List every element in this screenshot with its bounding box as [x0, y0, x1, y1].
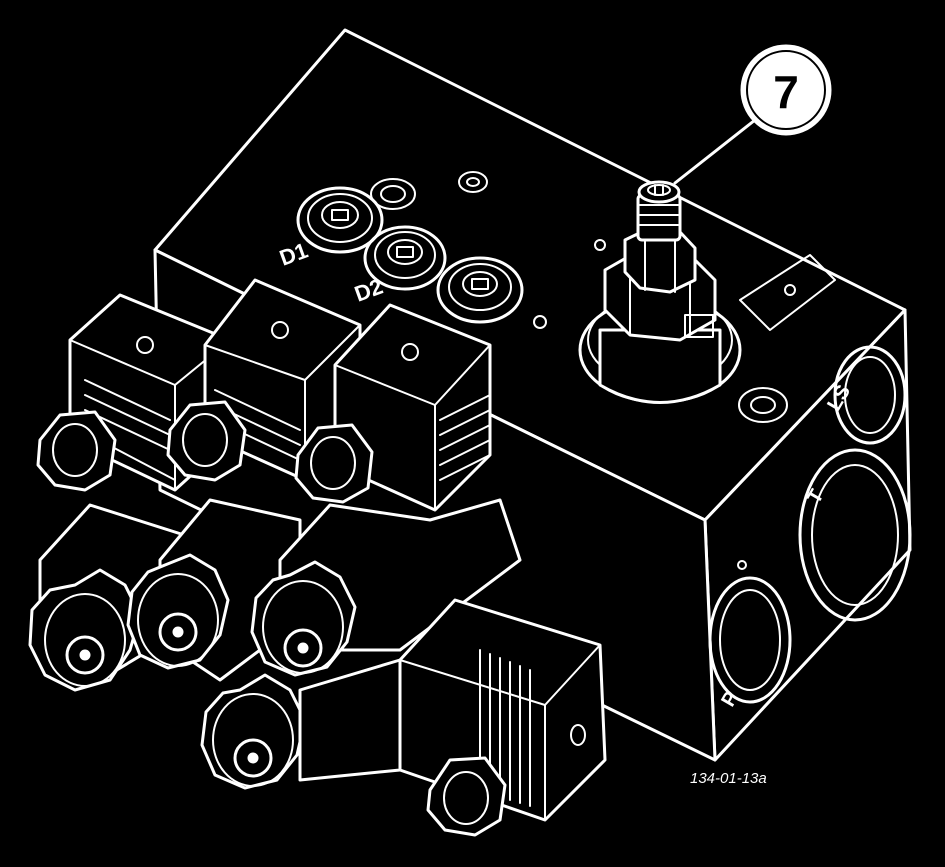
hole — [594, 239, 606, 251]
hole — [533, 315, 547, 329]
callout-leader-line — [673, 118, 757, 185]
port-p — [708, 576, 792, 704]
star-knob-icon — [126, 553, 230, 670]
port-d1-fitting — [296, 186, 384, 254]
port-d2-fitting — [363, 225, 447, 291]
callout-number: 7 — [773, 66, 799, 118]
label-plate — [739, 254, 836, 331]
star-knob-icon — [250, 560, 357, 677]
pressure-relief-valve — [578, 180, 742, 404]
port-ls — [833, 345, 907, 445]
knob-row — [28, 498, 522, 692]
hole — [738, 387, 788, 423]
solenoid-row-upper — [36, 278, 492, 512]
star-knob-icon — [200, 673, 307, 790]
port-t — [798, 448, 912, 622]
cable-gland-icon — [166, 400, 247, 482]
solenoid-lower — [200, 598, 607, 837]
top-ports: D1 D2 — [276, 171, 788, 423]
right-face-ports: LS T P — [708, 345, 912, 711]
cable-gland-icon — [426, 756, 507, 837]
hole — [370, 178, 416, 210]
hole — [458, 171, 488, 193]
cable-gland-icon — [36, 410, 117, 492]
cable-gland-icon — [294, 423, 374, 504]
figure-code: 134-01-13a — [690, 770, 767, 787]
callout-7: 7 — [673, 44, 832, 185]
star-knob-icon — [28, 568, 142, 692]
port-d3-fitting — [436, 256, 524, 324]
